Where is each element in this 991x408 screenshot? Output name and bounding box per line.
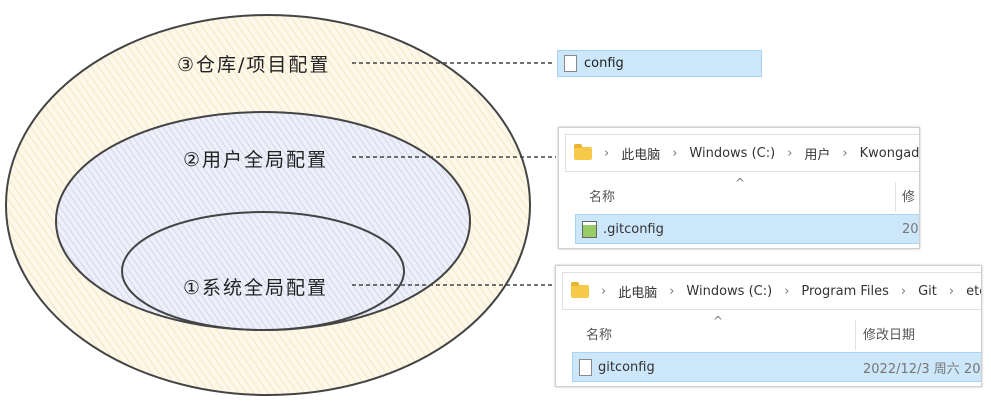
breadcrumb-item[interactable]: 用户 bbox=[804, 147, 831, 163]
column-header-date[interactable]: 修改日期 bbox=[863, 328, 916, 343]
breadcrumb-item[interactable]: Program Files bbox=[801, 283, 889, 299]
breadcrumb-item[interactable]: 此电脑 bbox=[621, 147, 661, 163]
user-config-label: ②用户全局配置 bbox=[183, 149, 329, 171]
repo-config-label: ③仓库/项目配置 bbox=[177, 54, 331, 76]
notepad-file-icon bbox=[582, 220, 597, 238]
file-icon bbox=[564, 55, 577, 72]
file-name: config bbox=[584, 56, 624, 71]
sort-caret-icon: ^ bbox=[735, 176, 746, 190]
file-date: 2022/12/3 周六 20 bbox=[863, 361, 981, 377]
file-row[interactable]: gitconfig 2022/12/3 周六 20 bbox=[572, 352, 981, 382]
repo-config-file-row[interactable]: config bbox=[557, 50, 762, 77]
file-row[interactable]: .gitconfig 20 bbox=[575, 214, 919, 244]
file-date: 20 bbox=[902, 221, 919, 237]
breadcrumb-item[interactable]: Windows (C:) bbox=[686, 283, 773, 299]
column-header-name[interactable]: 名称 bbox=[589, 190, 616, 205]
system-scope-ellipse bbox=[121, 211, 405, 331]
breadcrumb-item[interactable]: Windows (C:) bbox=[689, 145, 776, 161]
breadcrumb-item[interactable]: Kwongad bbox=[859, 145, 919, 161]
file-name: gitconfig bbox=[598, 359, 655, 375]
column-header-name[interactable]: 名称 bbox=[586, 328, 613, 343]
sort-caret-icon: ^ bbox=[713, 314, 724, 328]
column-header-date[interactable]: 修 bbox=[902, 190, 916, 205]
breadcrumb-item[interactable]: Git bbox=[918, 283, 937, 299]
file-name: .gitconfig bbox=[603, 221, 664, 237]
folder-icon bbox=[571, 281, 589, 298]
system-explorer-window: ›此电脑 ›Windows (C:) ›Program Files ›Git ›… bbox=[555, 265, 982, 387]
address-bar[interactable]: ›此电脑 ›Windows (C:) ›用户 ›Kwongad bbox=[565, 134, 919, 172]
breadcrumb-item[interactable]: 此电脑 bbox=[618, 285, 658, 301]
system-config-label: ①系统全局配置 bbox=[183, 277, 329, 299]
breadcrumb-item[interactable]: etc bbox=[966, 283, 981, 299]
folder-icon bbox=[574, 143, 592, 160]
address-bar[interactable]: ›此电脑 ›Windows (C:) ›Program Files ›Git ›… bbox=[562, 272, 981, 310]
user-explorer-window: ›此电脑 ›Windows (C:) ›用户 ›Kwongad ^ 名称 修 .… bbox=[558, 127, 920, 249]
file-icon bbox=[579, 358, 592, 376]
